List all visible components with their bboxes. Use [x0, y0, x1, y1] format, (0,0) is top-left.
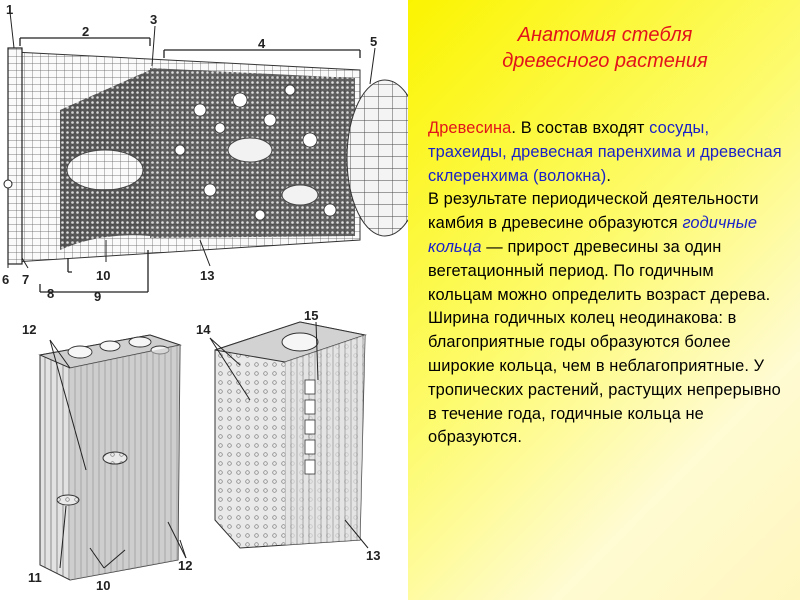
fig-b-label-15: 15	[304, 308, 318, 323]
wood-block-b	[209, 321, 369, 549]
body-paragraph: Древесина. В состав входят сосуды, трахе…	[428, 117, 782, 450]
title-line-1: Анатомия стебля	[517, 24, 693, 46]
text-after-components: .	[606, 166, 611, 185]
page-title: Анатомия стебля древесного растения	[428, 22, 782, 74]
label-5: 5	[370, 34, 377, 49]
label-10: 10	[96, 268, 110, 283]
label-7: 7	[22, 272, 29, 287]
fig-a-label-10: 10	[96, 578, 110, 593]
fig-a-label-12-bottom: 12	[178, 558, 192, 573]
fig-a-label-11: 11	[28, 570, 42, 585]
label-2: 2	[82, 24, 89, 39]
rings-sentence-end: — прирост древесины за один вегетационны…	[428, 237, 781, 447]
rings-sentence-start: В результате периодической деятельности …	[428, 190, 759, 233]
title-line-2: древесного растения	[502, 50, 708, 72]
term-wood: Древесина	[428, 119, 512, 137]
fig-a-label-12-top: 12	[22, 322, 36, 337]
text-after-term: . В состав входят	[511, 119, 645, 137]
wood-components: сосуды, трахеиды, древесная паренхима и …	[428, 119, 782, 185]
term-annual-rings: годичные кольца	[428, 214, 758, 256]
label-1: 1	[6, 2, 13, 17]
label-6: 6	[2, 272, 9, 287]
stem-anatomy-illustration: 1 2 3 4 5 6 7 8 9 10 13 12 12 11 10	[2, 2, 408, 593]
label-9: 9	[94, 289, 101, 304]
fig-b-label-13: 13	[366, 548, 380, 563]
wood-block-a	[38, 334, 187, 581]
label-3: 3	[150, 12, 157, 27]
label-4: 4	[258, 36, 266, 51]
fig-b-label-14: 14	[196, 322, 211, 337]
label-8: 8	[47, 286, 54, 301]
label-13: 13	[200, 268, 214, 283]
stem-cross-section	[3, 11, 408, 293]
text-panel: Анатомия стебля древесного растения Древ…	[408, 0, 800, 600]
